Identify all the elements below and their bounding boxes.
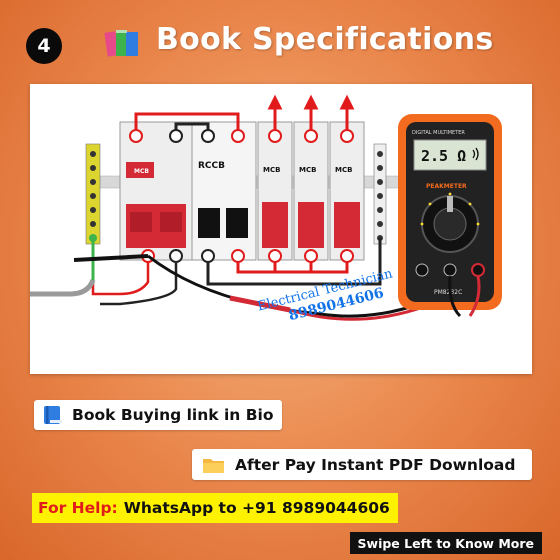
device-label-3: MCB (263, 166, 280, 174)
help-whatsapp: WhatsApp to +91 8989044606 (123, 499, 390, 517)
device-label-1: MCB (134, 168, 149, 175)
swipe-hint: Swipe Left to Know More (349, 532, 542, 554)
step-badge: 4 (26, 28, 62, 64)
help-banner[interactable]: For Help: WhatsApp to +91 8989044606 (32, 493, 398, 523)
multimeter-model: PM8232C (434, 289, 462, 296)
page-title: Book Specifications (156, 22, 494, 57)
multimeter-reading: 2.5 Ω (421, 147, 466, 165)
blue-book-icon (44, 406, 62, 424)
distribution-board-illustration: MCB RCCB MCB MCB (30, 84, 532, 374)
multimeter-brand: PEAKMETER (426, 183, 467, 190)
pdf-download-text: After Pay Instant PDF Download (235, 455, 516, 474)
books-icon (104, 30, 138, 57)
pdf-download-banner[interactable]: After Pay Instant PDF Download (192, 449, 532, 480)
folder-icon (203, 458, 224, 473)
device-label-4: MCB (299, 166, 316, 174)
device-label-5: MCB (335, 166, 352, 174)
device-label-2: RCCB (198, 161, 225, 171)
wifi-icon (472, 147, 479, 161)
multimeter-label: DIGITAL MULTIMETER (412, 130, 465, 136)
book-link-text: Book Buying link in Bio (72, 406, 274, 424)
circuit-photo: MCB RCCB MCB MCB (30, 84, 532, 374)
help-label: For Help: (38, 499, 118, 517)
book-link-banner[interactable]: Book Buying link in Bio (34, 400, 282, 430)
